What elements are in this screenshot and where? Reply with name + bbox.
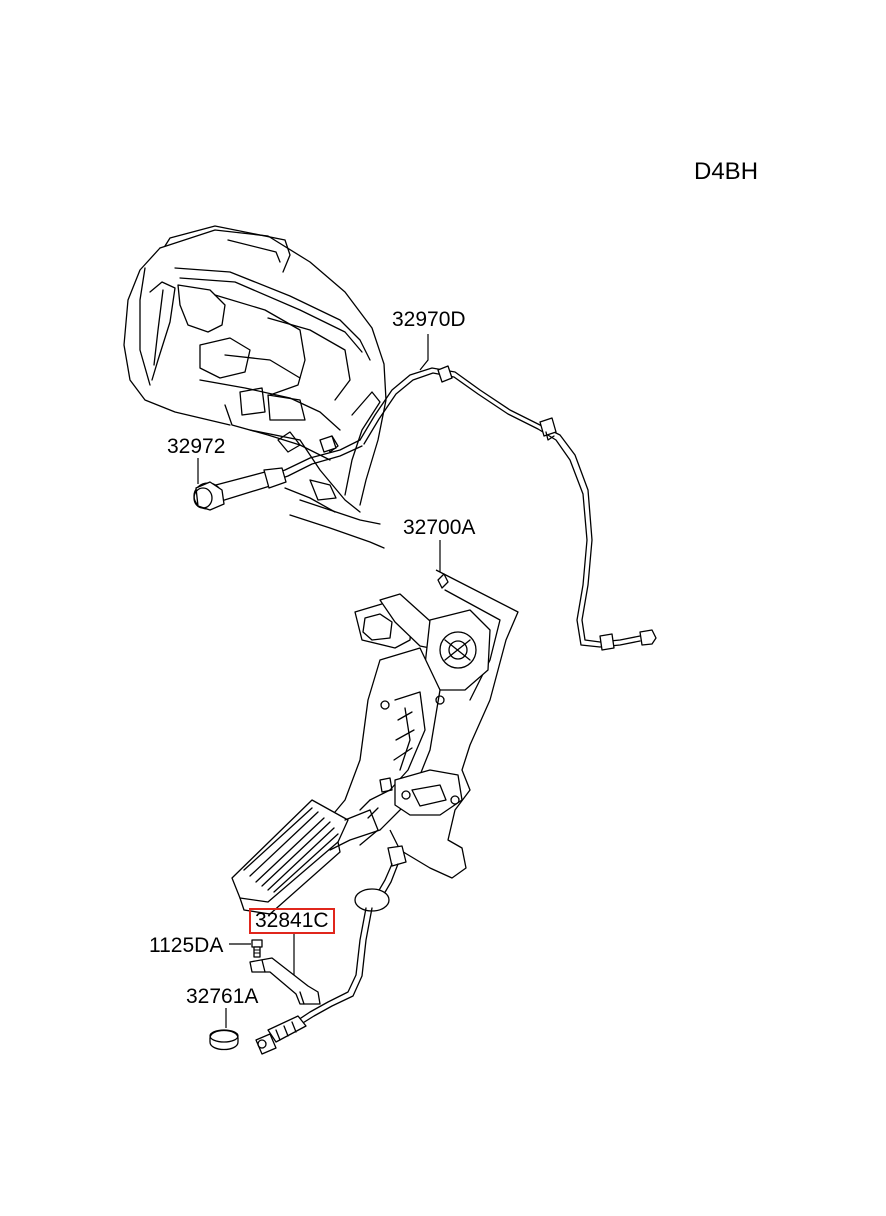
- pedal-assembly-32700a: [231, 569, 519, 915]
- part-label-32761a[interactable]: 32761A: [186, 985, 259, 1008]
- knob-32972: [193, 467, 287, 511]
- part-label-32972[interactable]: 32972: [167, 435, 226, 458]
- part-label-1125da[interactable]: 1125DA: [149, 934, 224, 957]
- dashboard-panel: [123, 225, 387, 549]
- part-label-32700a[interactable]: 32700A: [403, 516, 476, 539]
- part-label-32841c[interactable]: 32841C: [249, 908, 335, 934]
- lower-cable: [255, 888, 390, 1055]
- part-label-32970d[interactable]: 32970D: [392, 308, 466, 331]
- leader-lines: [197, 334, 441, 1028]
- bracket-32841c: [249, 957, 321, 1005]
- bolt-1125da: [251, 939, 263, 958]
- accelerator-cable-32970d: [261, 365, 657, 651]
- engine-code-label: D4BH: [694, 158, 759, 185]
- cap-32761a: [209, 1029, 239, 1051]
